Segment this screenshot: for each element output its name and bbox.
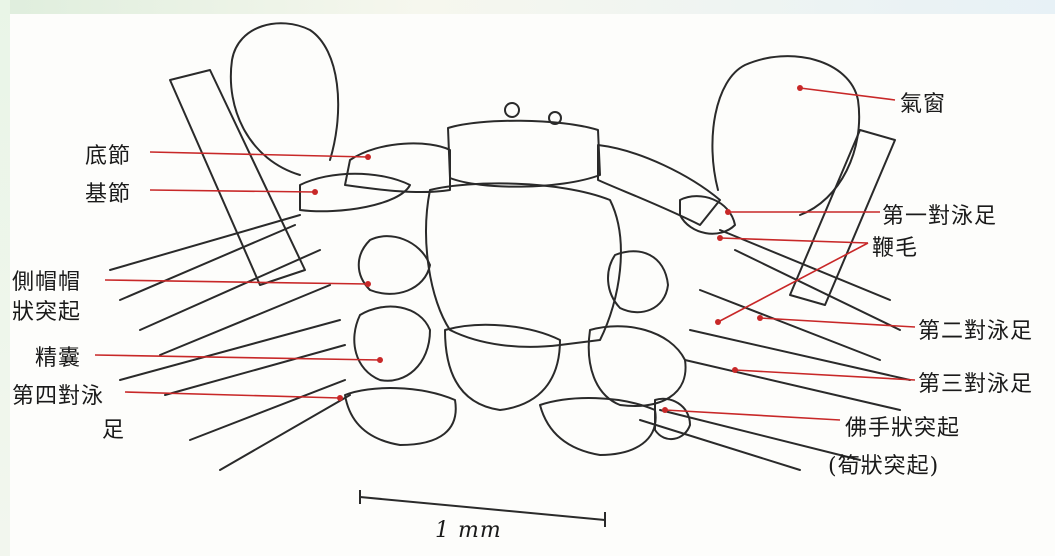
label-air-window: 氣窗 [900, 86, 946, 118]
label-bamboo-process: (筍狀突起) [828, 448, 939, 480]
leader-qi-chuang [800, 88, 895, 100]
label-third-swimming-leg: 第三對泳足 [918, 366, 1033, 398]
label-lateral-cap-line2: 狀突起 [12, 294, 81, 326]
right-cap-process [608, 251, 668, 312]
label-second-swimming-leg: 第二對泳足 [918, 313, 1033, 345]
scale-bar [360, 497, 605, 520]
label-first-swimming-leg: 第一對泳足 [882, 198, 997, 230]
leader-ce-mao [105, 280, 368, 284]
left-setae-band [170, 70, 305, 285]
label-basis: 基節 [85, 176, 131, 208]
label-fourth-swimming-leg-line2: 足 [102, 412, 125, 444]
label-fourth-swimming-leg-line1: 第四對泳 [12, 378, 104, 410]
left-coxa [345, 143, 450, 192]
label-coxa: 底節 [85, 138, 131, 170]
left-eye [505, 103, 519, 117]
lower-left-plate [445, 325, 560, 410]
leader-bian-mao-1 [720, 238, 868, 243]
seminal-vesicle-region [354, 307, 430, 381]
central-body [426, 183, 621, 346]
head-plate [448, 121, 600, 187]
label-lateral-cap-line1: 側帽帽 [12, 264, 81, 296]
right-setae-band [790, 130, 895, 305]
label-seminal-vesicle: 精囊 [35, 340, 81, 372]
right-lower-region [589, 326, 686, 406]
label-hand-process: 佛手狀突起 [845, 410, 960, 442]
right-air-window [712, 56, 859, 215]
scale-bar-label: 1 mm [435, 518, 502, 543]
leader-jing-nang [95, 355, 380, 360]
leader-ji-jie [150, 190, 315, 192]
left-air-window [231, 23, 338, 175]
left-setae-fan [110, 215, 350, 470]
label-flagellum: 鞭毛 [872, 230, 918, 262]
leader-di-jie [150, 152, 368, 157]
left-fourth-leg [345, 388, 456, 445]
